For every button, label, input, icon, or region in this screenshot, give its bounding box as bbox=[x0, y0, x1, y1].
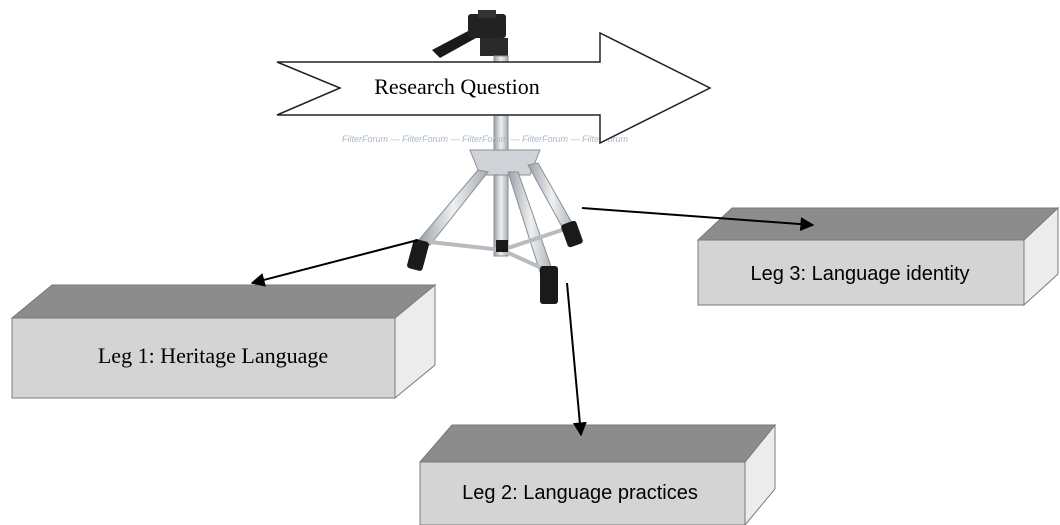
research-question-arrow: Research Question bbox=[276, 31, 712, 145]
tripod-icon bbox=[407, 10, 583, 304]
research-question-label: Research Question bbox=[374, 74, 540, 99]
leg-3-box: Leg 3: Language identity bbox=[696, 206, 1060, 307]
connector-arrow-leg-2 bbox=[566, 282, 587, 437]
leg-1-label: Leg 1: Heritage Language bbox=[98, 343, 328, 368]
leg-2-label: Leg 2: Language practices bbox=[462, 482, 698, 504]
connector-arrow-leg-1 bbox=[250, 239, 419, 287]
leg-1-box: Leg 1: Heritage Language bbox=[10, 283, 437, 400]
watermark-text: FilterForum — FilterForum — FilterForum … bbox=[342, 134, 629, 144]
leg-3-label: Leg 3: Language identity bbox=[750, 263, 969, 285]
connector-arrow-leg-3 bbox=[581, 207, 815, 232]
leg-2-box: Leg 2: Language practices bbox=[418, 423, 777, 525]
